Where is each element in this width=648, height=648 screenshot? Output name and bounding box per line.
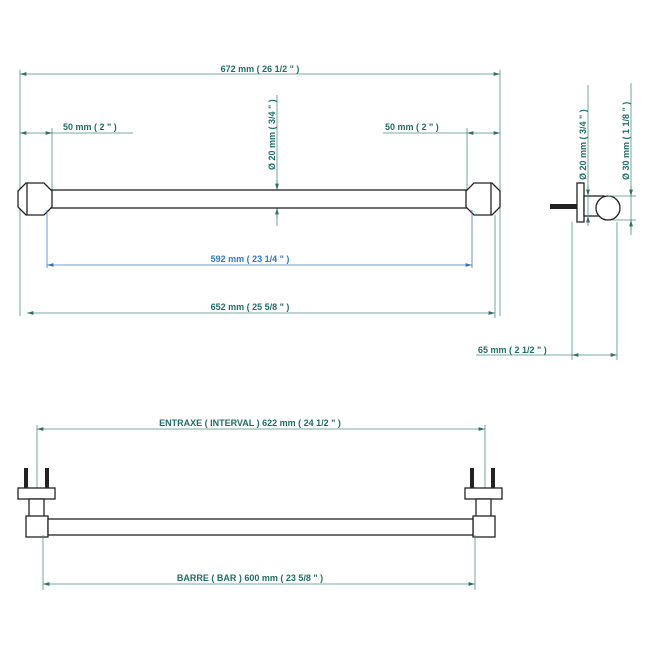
end-diameter-label: Ø 30 mm ( 1 1/8 " )	[621, 102, 631, 180]
top-view: 672 mm ( 26 1/2 " ) 50 mm ( 2 " ) 50 mm …	[17, 64, 501, 318]
towel-bar	[44, 189, 474, 209]
bar-diameter-label: Ø 20 mm ( 3/4 " )	[267, 99, 277, 170]
interval-label: ENTRAXE ( INTERVAL ) 622 mm ( 24 1/2 " )	[159, 418, 341, 428]
outer-length-label: 652 mm ( 25 5/8 " )	[211, 302, 290, 312]
right-offset-label: 50 mm ( 2 " )	[385, 122, 439, 132]
inner-length-label: 592 mm ( 23 1/4 " )	[211, 254, 290, 264]
right-end-cap	[465, 182, 501, 216]
bottom-bar	[47, 518, 474, 536]
screw	[550, 204, 577, 209]
left-offset-label: 50 mm ( 2 " )	[63, 122, 117, 132]
bottom-view: ENTRAXE ( INTERVAL ) 622 mm ( 24 1/2 " )…	[17, 418, 503, 590]
projection-label: 65 mm ( 2 1/2 " )	[478, 345, 547, 355]
left-bracket	[17, 468, 56, 538]
side-bar-diameter-label: Ø 20 mm ( 3/4 " )	[578, 109, 588, 180]
side-view: Ø 20 mm ( 3/4 " ) Ø 30 mm ( 1 1/8 " ) 65…	[476, 83, 636, 360]
wall-plate	[576, 182, 585, 223]
bar-length-label: BARRE ( BAR ) 600 mm ( 23 5/8 " )	[177, 573, 323, 583]
end-ball	[595, 195, 621, 221]
right-bracket	[464, 468, 503, 538]
overall-length-label: 672 mm ( 26 1/2 " )	[221, 64, 300, 74]
